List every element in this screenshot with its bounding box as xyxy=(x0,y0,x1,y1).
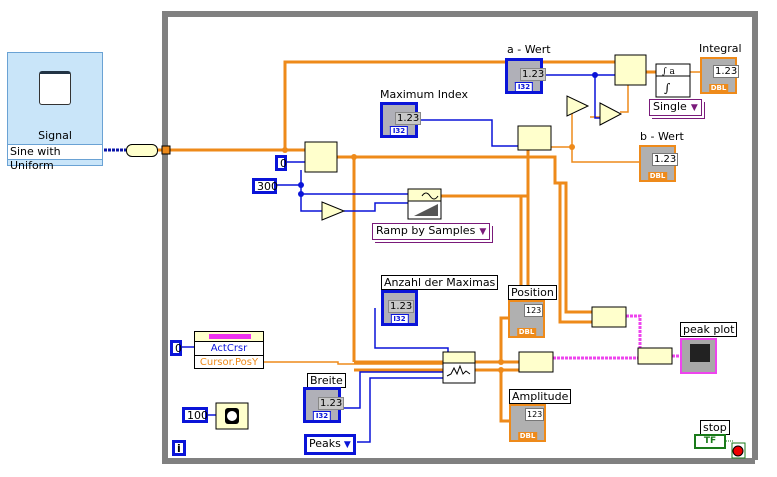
while-loop-border[interactable] xyxy=(162,11,758,464)
svg-text:∫: ∫ xyxy=(664,81,671,95)
array-subset-node-2[interactable] xyxy=(614,54,647,86)
dropdown-arrow-icon: ▼ xyxy=(343,440,351,450)
cursor-index-constant[interactable]: 0 xyxy=(170,340,182,356)
dropdown-arrow-icon: ▼ xyxy=(690,103,698,113)
property-cursor-posy[interactable]: Cursor.PosY xyxy=(199,357,259,368)
integral-node[interactable]: ∫ a ∫ xyxy=(655,63,691,98)
stop-condition-terminal[interactable] xyxy=(731,442,746,459)
cluster-wires xyxy=(553,314,680,360)
stop-button-control[interactable]: TF xyxy=(694,434,726,449)
bundle-node-2[interactable] xyxy=(518,351,554,373)
integral-label: Integral xyxy=(699,42,742,55)
array-max-node[interactable] xyxy=(566,95,590,117)
a-wert-label: a - Wert xyxy=(507,43,551,56)
anzahl-maximas-label: Anzahl der Maximas xyxy=(381,275,499,290)
wait-ms-constant[interactable]: 100 xyxy=(182,407,208,423)
wait-ms-node[interactable] xyxy=(215,402,249,430)
length-constant[interactable]: 300 xyxy=(252,178,278,194)
simulate-signal-express-vi[interactable]: Signal simulieren Sine with Uniform xyxy=(7,52,103,172)
breite-control[interactable]: 1.23 I32 xyxy=(303,387,345,423)
breite-label: Breite xyxy=(307,373,346,388)
peaks-mode-enum[interactable]: Peaks▼ xyxy=(304,434,356,455)
array-subset-node-1[interactable] xyxy=(304,141,338,173)
peak-detector-node[interactable] xyxy=(442,351,476,384)
svg-text:∫ a: ∫ a xyxy=(662,67,676,77)
stop-label: stop xyxy=(700,420,730,435)
build-array-node[interactable] xyxy=(637,347,673,365)
position-label: Position xyxy=(508,285,557,300)
dbl-wires xyxy=(158,60,656,423)
iteration-terminal: i xyxy=(172,440,186,456)
bundle-node-1[interactable] xyxy=(591,306,627,328)
multiply-node[interactable] xyxy=(321,201,346,221)
anzahl-maximas-indicator: 1.23 I32 xyxy=(381,290,418,326)
b-wert-indicator: 1.23 DBL xyxy=(639,145,679,182)
position-indicator: 123 DBL xyxy=(508,300,545,338)
peak-plot-graph-indicator xyxy=(680,338,717,374)
subtract-node[interactable] xyxy=(599,102,623,126)
integral-indicator: 1.23 DBL xyxy=(700,57,740,94)
dropdown-arrow-icon: ▼ xyxy=(479,227,487,237)
ramp-mode-ring[interactable]: Ramp by Samples▼ xyxy=(372,223,491,240)
b-wert-label: b - Wert xyxy=(640,130,684,143)
maximum-index-control[interactable]: 1.23 I32 xyxy=(380,102,422,138)
graph-icon xyxy=(690,344,710,362)
property-actcrsr[interactable]: ActCrsr xyxy=(195,342,263,356)
integral-type-ring[interactable]: Single▼ xyxy=(649,99,702,116)
simulate-signal-icon xyxy=(39,71,71,105)
start-index-constant[interactable]: 0 xyxy=(275,155,287,171)
ramp-pattern-node[interactable] xyxy=(407,188,442,220)
loop-tunnel[interactable] xyxy=(161,145,171,155)
amplitude-indicator: 123 DBL xyxy=(509,404,546,442)
a-wert-control[interactable]: 1.23 I32 xyxy=(505,58,547,94)
graph-reference-bar xyxy=(209,334,251,339)
cursor-property-node[interactable]: ActCrsr Cursor.PosY xyxy=(194,331,264,369)
peak-plot-label: peak plot xyxy=(680,322,738,337)
express-vi-output-selector[interactable]: Sine with Uniform xyxy=(8,144,102,172)
index-array-node[interactable] xyxy=(517,125,552,151)
amplitude-label: Amplitude xyxy=(509,389,572,404)
convert-from-dynamic-data-node[interactable] xyxy=(126,144,158,157)
maximum-index-label: Maximum Index xyxy=(380,88,468,101)
